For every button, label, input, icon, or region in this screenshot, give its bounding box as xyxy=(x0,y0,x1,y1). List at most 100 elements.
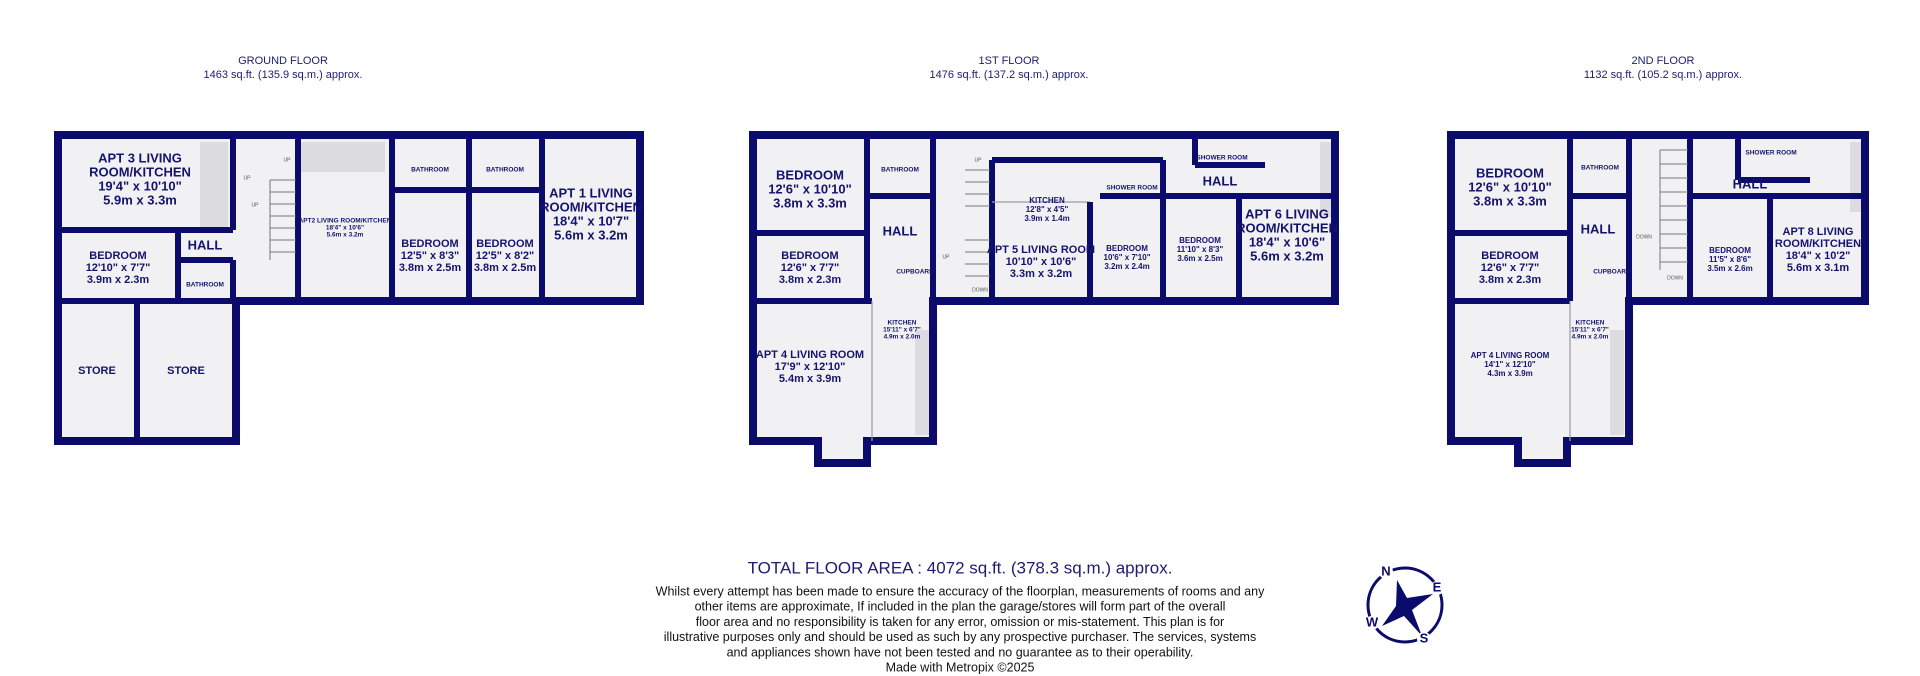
room-dimensions-metric: 4.9m x 2.0m xyxy=(884,334,921,341)
room-dimensions-metric: 5.6m x 3.1m xyxy=(1787,262,1850,274)
room-name: SHOWER ROOM xyxy=(1196,155,1247,162)
room-name: APT 8 LIVING xyxy=(1783,226,1854,238)
room-name: HALL xyxy=(188,237,223,252)
stair-label: UP xyxy=(244,175,252,181)
room-name: BEDROOM xyxy=(781,250,838,262)
room-name: KITCHEN xyxy=(888,320,917,327)
disclaimer-line: floor area and no responsibility is take… xyxy=(696,615,1224,629)
room-dimensions-imperial: 18'4" x 10'6" xyxy=(326,225,364,232)
room-name: BEDROOM xyxy=(776,167,844,182)
room-dimensions-metric: 5.6m x 3.2m xyxy=(327,232,364,239)
compass-rose-icon: N E S W xyxy=(1365,563,1444,646)
stair-label: DOWN xyxy=(972,287,988,293)
room-name: HALL xyxy=(1581,221,1616,236)
room-name: ROOM/KITCHEN xyxy=(89,164,191,179)
room-dimensions-imperial: 18'4" x 10'7" xyxy=(553,213,629,228)
room-dimensions-metric: 3.9m x 2.3m xyxy=(87,274,150,286)
room-name: APT 1 LIVING xyxy=(549,185,633,200)
disclaimer-line: and appliances shown have not been teste… xyxy=(727,645,1194,659)
room-dimensions-metric: 5.6m x 3.2m xyxy=(1250,248,1324,263)
stair-label: DOWN xyxy=(1636,234,1652,240)
room-name: HALL xyxy=(1733,176,1768,191)
room-dimensions-imperial: 12'6" x 10'10" xyxy=(768,181,852,196)
room-name: STORE xyxy=(78,365,116,377)
room-name: HALL xyxy=(883,223,918,238)
room-dimensions-imperial: 18'4" x 10'2" xyxy=(1786,250,1851,262)
room-labels: GROUND FLOOR 1463 sq.ft. (135.9 sq.m.) ap… xyxy=(78,55,1861,674)
floor-title: GROUND FLOOR xyxy=(238,55,328,67)
room-dimensions-metric: 3.8m x 3.3m xyxy=(773,195,847,210)
floor-area: 1132 sq.ft. (105.2 sq.m.) approx. xyxy=(1584,69,1742,81)
room-name: ROOM/KITCHEN xyxy=(1236,220,1338,235)
stair-label: UP xyxy=(284,157,292,163)
room-name: BEDROOM xyxy=(476,238,533,250)
room-name: BATHROOM xyxy=(486,167,524,174)
room-dimensions-imperial: 12'8" x 4'5" xyxy=(1026,205,1069,214)
room-dimensions-imperial: 15'11" x 6'7" xyxy=(883,327,921,334)
room-dimensions-metric: 5.4m x 3.9m xyxy=(779,373,842,385)
room-name: BATHROOM xyxy=(186,282,224,289)
room-dimensions-metric: 3.3m x 3.2m xyxy=(1010,268,1073,280)
stair-label: UP xyxy=(975,157,983,163)
room-name: SHOWER ROOM xyxy=(1106,185,1157,192)
disclaimer-line: other items are approximate, If included… xyxy=(695,600,1226,614)
staircase xyxy=(269,179,296,260)
compass-n: N xyxy=(1381,563,1390,578)
room-dimensions-imperial: 12'10" x 7'7" xyxy=(86,262,151,274)
room-dimensions-metric: 3.8m x 3.3m xyxy=(1473,193,1547,208)
room-dimensions-imperial: 12'6" x 10'10" xyxy=(1468,179,1552,194)
room-name: BEDROOM xyxy=(1481,250,1538,262)
room-dimensions-metric: 3.2m x 2.4m xyxy=(1104,262,1149,271)
room-dimensions-imperial: 17'9" x 12'10" xyxy=(775,361,846,373)
compass-s: S xyxy=(1420,630,1429,645)
room-name: APT 3 LIVING xyxy=(98,150,182,165)
room-name: HALL xyxy=(1203,173,1238,188)
made-with-credit: Made with Metropix ©2025 xyxy=(886,660,1035,674)
stair-label: UP xyxy=(943,254,951,260)
total-floor-area: TOTAL FLOOR AREA : 4072 sq.ft. (378.3 sq… xyxy=(748,558,1173,577)
room-dimensions-metric: 5.6m x 3.2m xyxy=(554,227,628,242)
room-dimensions-imperial: 12'6" x 7'7" xyxy=(781,262,839,274)
room-dimensions-imperial: 11'5" x 8'6" xyxy=(1709,255,1751,264)
room-dimensions-imperial: 12'5" x 8'3" xyxy=(401,250,459,262)
floor-title: 2ND FLOOR xyxy=(1632,55,1695,67)
floor-area: 1476 sq.ft. (137.2 sq.m.) approx. xyxy=(930,69,1089,81)
room-name: SHOWER ROOM xyxy=(1745,150,1796,157)
room-dimensions-metric: 4.3m x 3.9m xyxy=(1487,369,1532,378)
floor-title: 1ST FLOOR xyxy=(979,55,1040,67)
room-name: KITCHEN xyxy=(1576,320,1605,327)
room-dimensions-imperial: 15'11" x 6'7" xyxy=(1571,327,1609,334)
room-name: ROOM/KITCHEN xyxy=(540,199,642,214)
floor-area: 1463 sq.ft. (135.9 sq.m.) approx. xyxy=(204,69,363,81)
room-dimensions-imperial: 12'6" x 7'7" xyxy=(1481,262,1539,274)
room-name: APT 5 LIVING ROOM xyxy=(987,244,1095,256)
room-name: APT 6 LIVING xyxy=(1245,206,1329,221)
room-dimensions-metric: 3.8m x 2.5m xyxy=(474,262,537,274)
room-dimensions-imperial: 11'10" x 8'3" xyxy=(1177,245,1224,254)
room-dimensions-imperial: 14'1" x 12'10" xyxy=(1484,360,1536,369)
room-name: BATHROOM xyxy=(411,167,449,174)
staircase xyxy=(1659,149,1688,270)
room-dimensions-imperial: 10'6" x 7'10" xyxy=(1104,253,1151,262)
room-name: BEDROOM xyxy=(1106,244,1148,253)
room-name: BATHROOM xyxy=(1581,165,1619,172)
room-name: BEDROOM xyxy=(89,250,146,262)
room-name: STORE xyxy=(167,365,205,377)
room-name: KITCHEN xyxy=(1029,196,1065,205)
disclaimer-line: illustrative purposes only and should be… xyxy=(664,630,1256,644)
room-dimensions-metric: 3.5m x 2.6m xyxy=(1707,264,1752,273)
compass-e: E xyxy=(1433,579,1442,594)
room-dimensions-metric: 3.6m x 2.5m xyxy=(1177,254,1222,263)
room-dimensions-imperial: 12'5" x 8'2" xyxy=(476,250,534,262)
room-name: CUPBOARD xyxy=(1593,269,1631,276)
room-dimensions-metric: 3.8m x 2.3m xyxy=(1479,274,1542,286)
disclaimer-line: Whilst every attempt has been made to en… xyxy=(656,584,1265,598)
room-dimensions-metric: 3.8m x 2.3m xyxy=(779,274,842,286)
room-name: BEDROOM xyxy=(1179,236,1221,245)
staircase xyxy=(965,169,990,277)
compass-w: W xyxy=(1366,614,1379,629)
room-dimensions-imperial: 10'10" x 10'6" xyxy=(1006,256,1077,268)
room-name: BEDROOM xyxy=(401,238,458,250)
room-name: BEDROOM xyxy=(1709,246,1751,255)
